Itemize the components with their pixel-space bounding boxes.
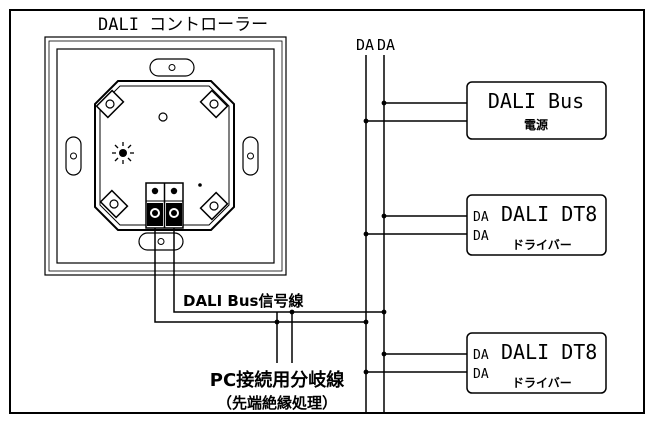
driver-2-terminal-bottom: DA — [473, 367, 489, 382]
led-indicator-icon — [112, 142, 134, 164]
pc-branch-line1: PC接続用分岐線 — [210, 369, 344, 391]
driver-1-terminal-top: DA — [473, 210, 489, 225]
driver-1-title: DALI DT8 — [501, 202, 597, 226]
driver-1-terminal-bottom: DA — [473, 229, 489, 244]
bus-label-da-right: DA — [377, 36, 395, 54]
controller-body — [94, 80, 235, 231]
right-screw-slot — [242, 136, 259, 176]
mount-tab-tr — [199, 89, 229, 119]
driver-1-subtitle: ドライバー — [512, 238, 572, 252]
bottom-screw-slot — [138, 232, 184, 251]
driver-2-terminal-top: DA — [473, 348, 489, 363]
dali-controller: DALI コントローラー — [44, 15, 287, 276]
left-screw-slot — [65, 136, 82, 176]
driver-1: DA DA DALI DT8 ドライバー — [363, 194, 607, 256]
pc-branch-note: PC接続用分岐線 （先端絶縁処理） — [210, 369, 344, 412]
mount-tab-bl — [99, 189, 129, 219]
bus-power-supply: DALI Bus 電源 — [363, 81, 607, 140]
driver-2-title: DALI DT8 — [501, 340, 597, 364]
controller-plate-outer — [44, 36, 287, 276]
mount-tab-tl — [95, 89, 125, 119]
top-screw-slot — [149, 58, 195, 77]
terminal-block — [145, 182, 184, 229]
bus-label-da-left: DA — [356, 36, 374, 54]
signal-line-label: DALI Bus信号線 — [183, 292, 303, 310]
bus-power-title: DALI Bus — [488, 89, 584, 113]
controller-plate-inner — [56, 48, 275, 264]
driver-2-box — [466, 332, 607, 394]
controller-title: DALI コントローラー — [98, 15, 268, 35]
bus-power-box — [466, 81, 607, 140]
pc-branch-line2: （先端絶縁処理） — [217, 394, 337, 412]
driver-2-subtitle: ドライバー — [512, 376, 572, 390]
center-hole — [158, 112, 168, 122]
driver-2: DA DA DALI DT8 ドライバー — [363, 332, 607, 394]
bus-lines: DA DA — [356, 36, 395, 412]
bus-power-subtitle: 電源 — [524, 117, 548, 132]
signal-wires: DALI Bus信号線 — [154, 228, 387, 363]
mount-tab-br — [199, 191, 229, 221]
driver-1-box — [466, 194, 607, 256]
outer-frame — [9, 9, 645, 414]
controller-plate-mid — [48, 40, 283, 272]
